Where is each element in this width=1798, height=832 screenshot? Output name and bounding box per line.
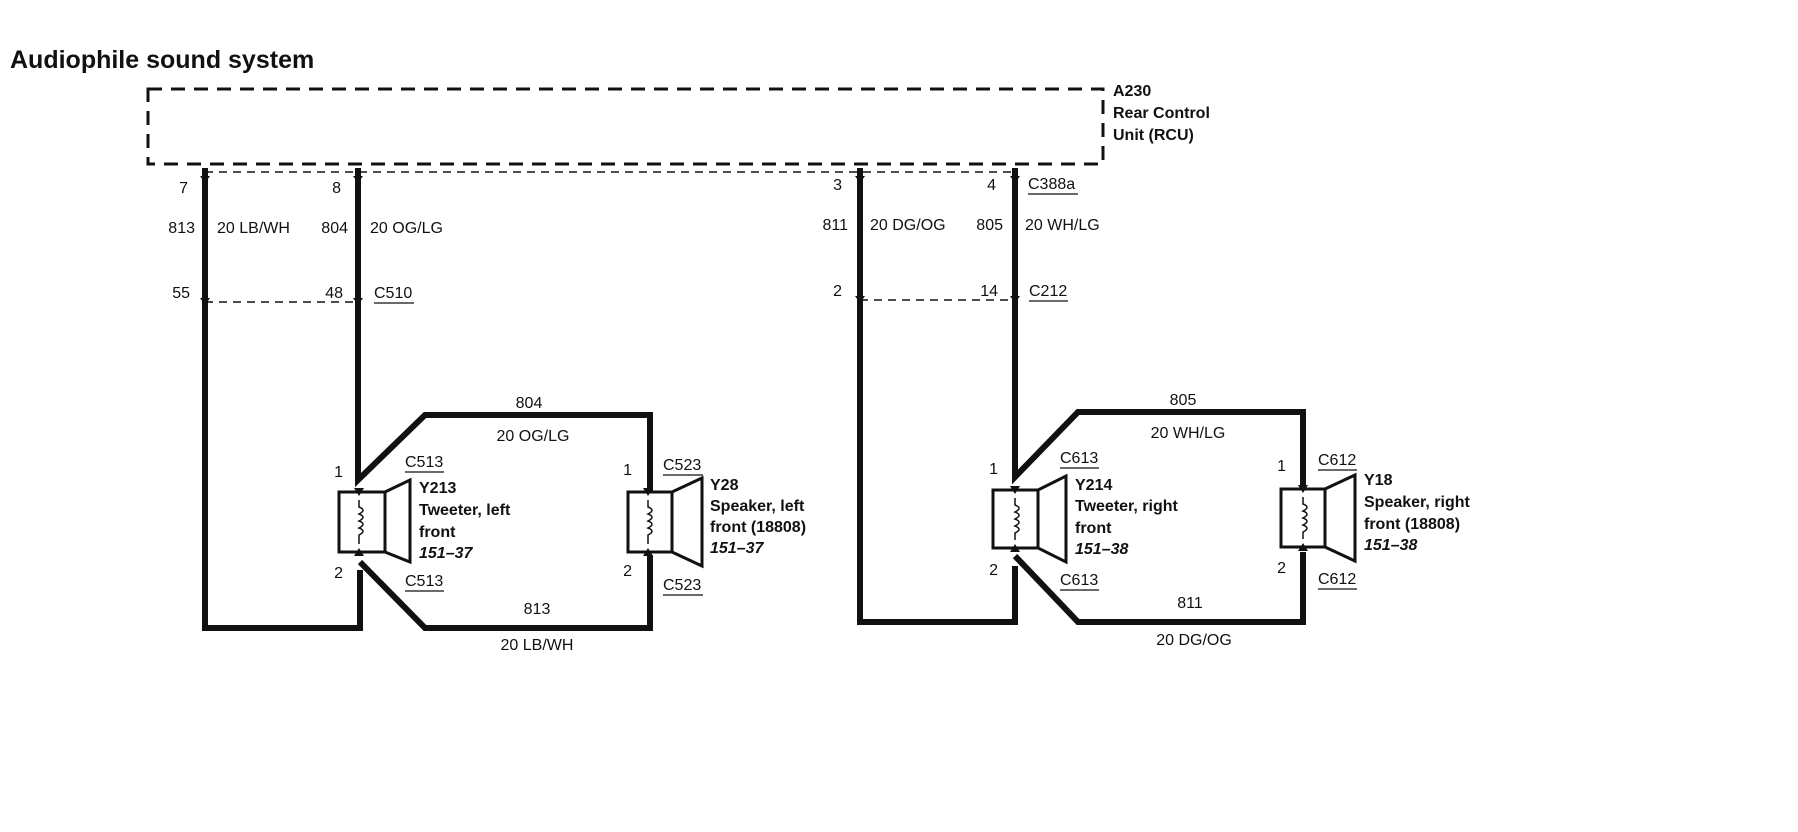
y28-connector-top: C523 (663, 457, 701, 474)
c212-label: C212 (1029, 283, 1067, 300)
y18-connector-bottom: C612 (1318, 571, 1356, 588)
y213-pin-1: 1 (334, 464, 343, 481)
y213-connector-bottom: C513 (405, 573, 443, 590)
wire-813-bottom-circuit: 813 (524, 601, 551, 618)
y28-ref: 151–37 (710, 540, 764, 557)
y213-id: Y213 (419, 480, 456, 497)
wire-804-left (355, 168, 653, 492)
y214-name-line2: front (1075, 520, 1112, 537)
pin-2-c212: 2 (833, 283, 842, 300)
y28-name-line2: front (18808) (710, 519, 806, 536)
wire-811-right (857, 168, 1018, 625)
c510-label: C510 (374, 285, 412, 302)
wire-805-top-circuit: 805 (1170, 392, 1197, 409)
speaker-right-front-icon (1279, 472, 1357, 564)
y213-name-line2: front (419, 524, 456, 541)
wire-813-left (202, 168, 363, 631)
y28-id: Y28 (710, 477, 739, 494)
y18-pin-1: 1 (1277, 458, 1286, 475)
y213-connector-top: C513 (405, 454, 443, 471)
y18-pin-2: 2 (1277, 560, 1286, 577)
y213-pin-2: 2 (334, 565, 343, 582)
wire-804-top-wire: 20 OG/LG (497, 428, 570, 445)
wire-811-bottom-wire: 20 DG/OG (1156, 632, 1232, 649)
y28-pin-1: 1 (623, 462, 632, 479)
circuit-804-label: 804 (321, 220, 348, 237)
wire-811-bottom-circuit: 811 (1177, 595, 1203, 612)
y28-pin-2: 2 (623, 563, 632, 580)
pin-4: 4 (987, 177, 996, 194)
y214-connector-bottom: C613 (1060, 572, 1098, 589)
pin-8: 8 (332, 180, 341, 197)
wire-813-bottom-wire: 20 LB/WH (501, 637, 574, 654)
y214-connector-top: C613 (1060, 450, 1098, 467)
tweeter-left-front-icon (337, 477, 412, 565)
y214-ref: 151–38 (1075, 541, 1128, 558)
y18-name-line2: front (18808) (1364, 516, 1460, 533)
c388a-label: C388a (1028, 176, 1075, 193)
y18-ref: 151–38 (1364, 537, 1417, 554)
pin-7: 7 (179, 180, 188, 197)
y28-connector-bottom: C523 (663, 577, 701, 594)
rcu-module-box (146, 87, 1105, 166)
y213-ref: 151–37 (419, 545, 473, 562)
wire-20oglg-label: 20 OG/LG (370, 220, 443, 237)
y28-name-line1: Speaker, left (710, 498, 805, 515)
wire-805-right (1012, 168, 1306, 489)
pin-48: 48 (325, 285, 343, 302)
speaker-left-front-icon (626, 475, 704, 569)
diagram-title: Audiophile sound system (10, 46, 314, 74)
y18-name-line1: Speaker, right (1364, 494, 1470, 511)
wire-20lbwh-label: 20 LB/WH (217, 220, 290, 237)
circuit-813-label: 813 (168, 220, 195, 237)
y18-connector-top: C612 (1318, 452, 1356, 469)
pin-55: 55 (172, 285, 190, 302)
wire-804-top-circuit: 804 (516, 395, 543, 412)
wire-813-lower (357, 555, 653, 631)
circuit-811-label: 811 (822, 217, 848, 234)
y213-name-line1: Tweeter, left (419, 502, 511, 519)
y18-id: Y18 (1364, 472, 1393, 489)
pin-3: 3 (833, 177, 842, 194)
y214-pin-2: 2 (989, 562, 998, 579)
module-name-line1: Rear Control (1113, 105, 1210, 122)
wire-20dgog-label: 20 DG/OG (870, 217, 946, 234)
tweeter-right-front-icon (991, 473, 1068, 565)
wire-805-top-wire: 20 WH/LG (1151, 425, 1226, 442)
pin-14: 14 (980, 283, 998, 300)
module-name-line2: Unit (RCU) (1113, 127, 1194, 144)
y214-pin-1: 1 (989, 461, 998, 478)
wire-811-lower (1012, 552, 1306, 625)
connector-pin-marks (200, 176, 1020, 305)
y214-id: Y214 (1075, 477, 1112, 494)
circuit-805-label: 805 (976, 217, 1003, 234)
y214-name-line1: Tweeter, right (1075, 498, 1179, 515)
wire-20whlg-label: 20 WH/LG (1025, 217, 1100, 234)
module-id: A230 (1113, 83, 1151, 100)
